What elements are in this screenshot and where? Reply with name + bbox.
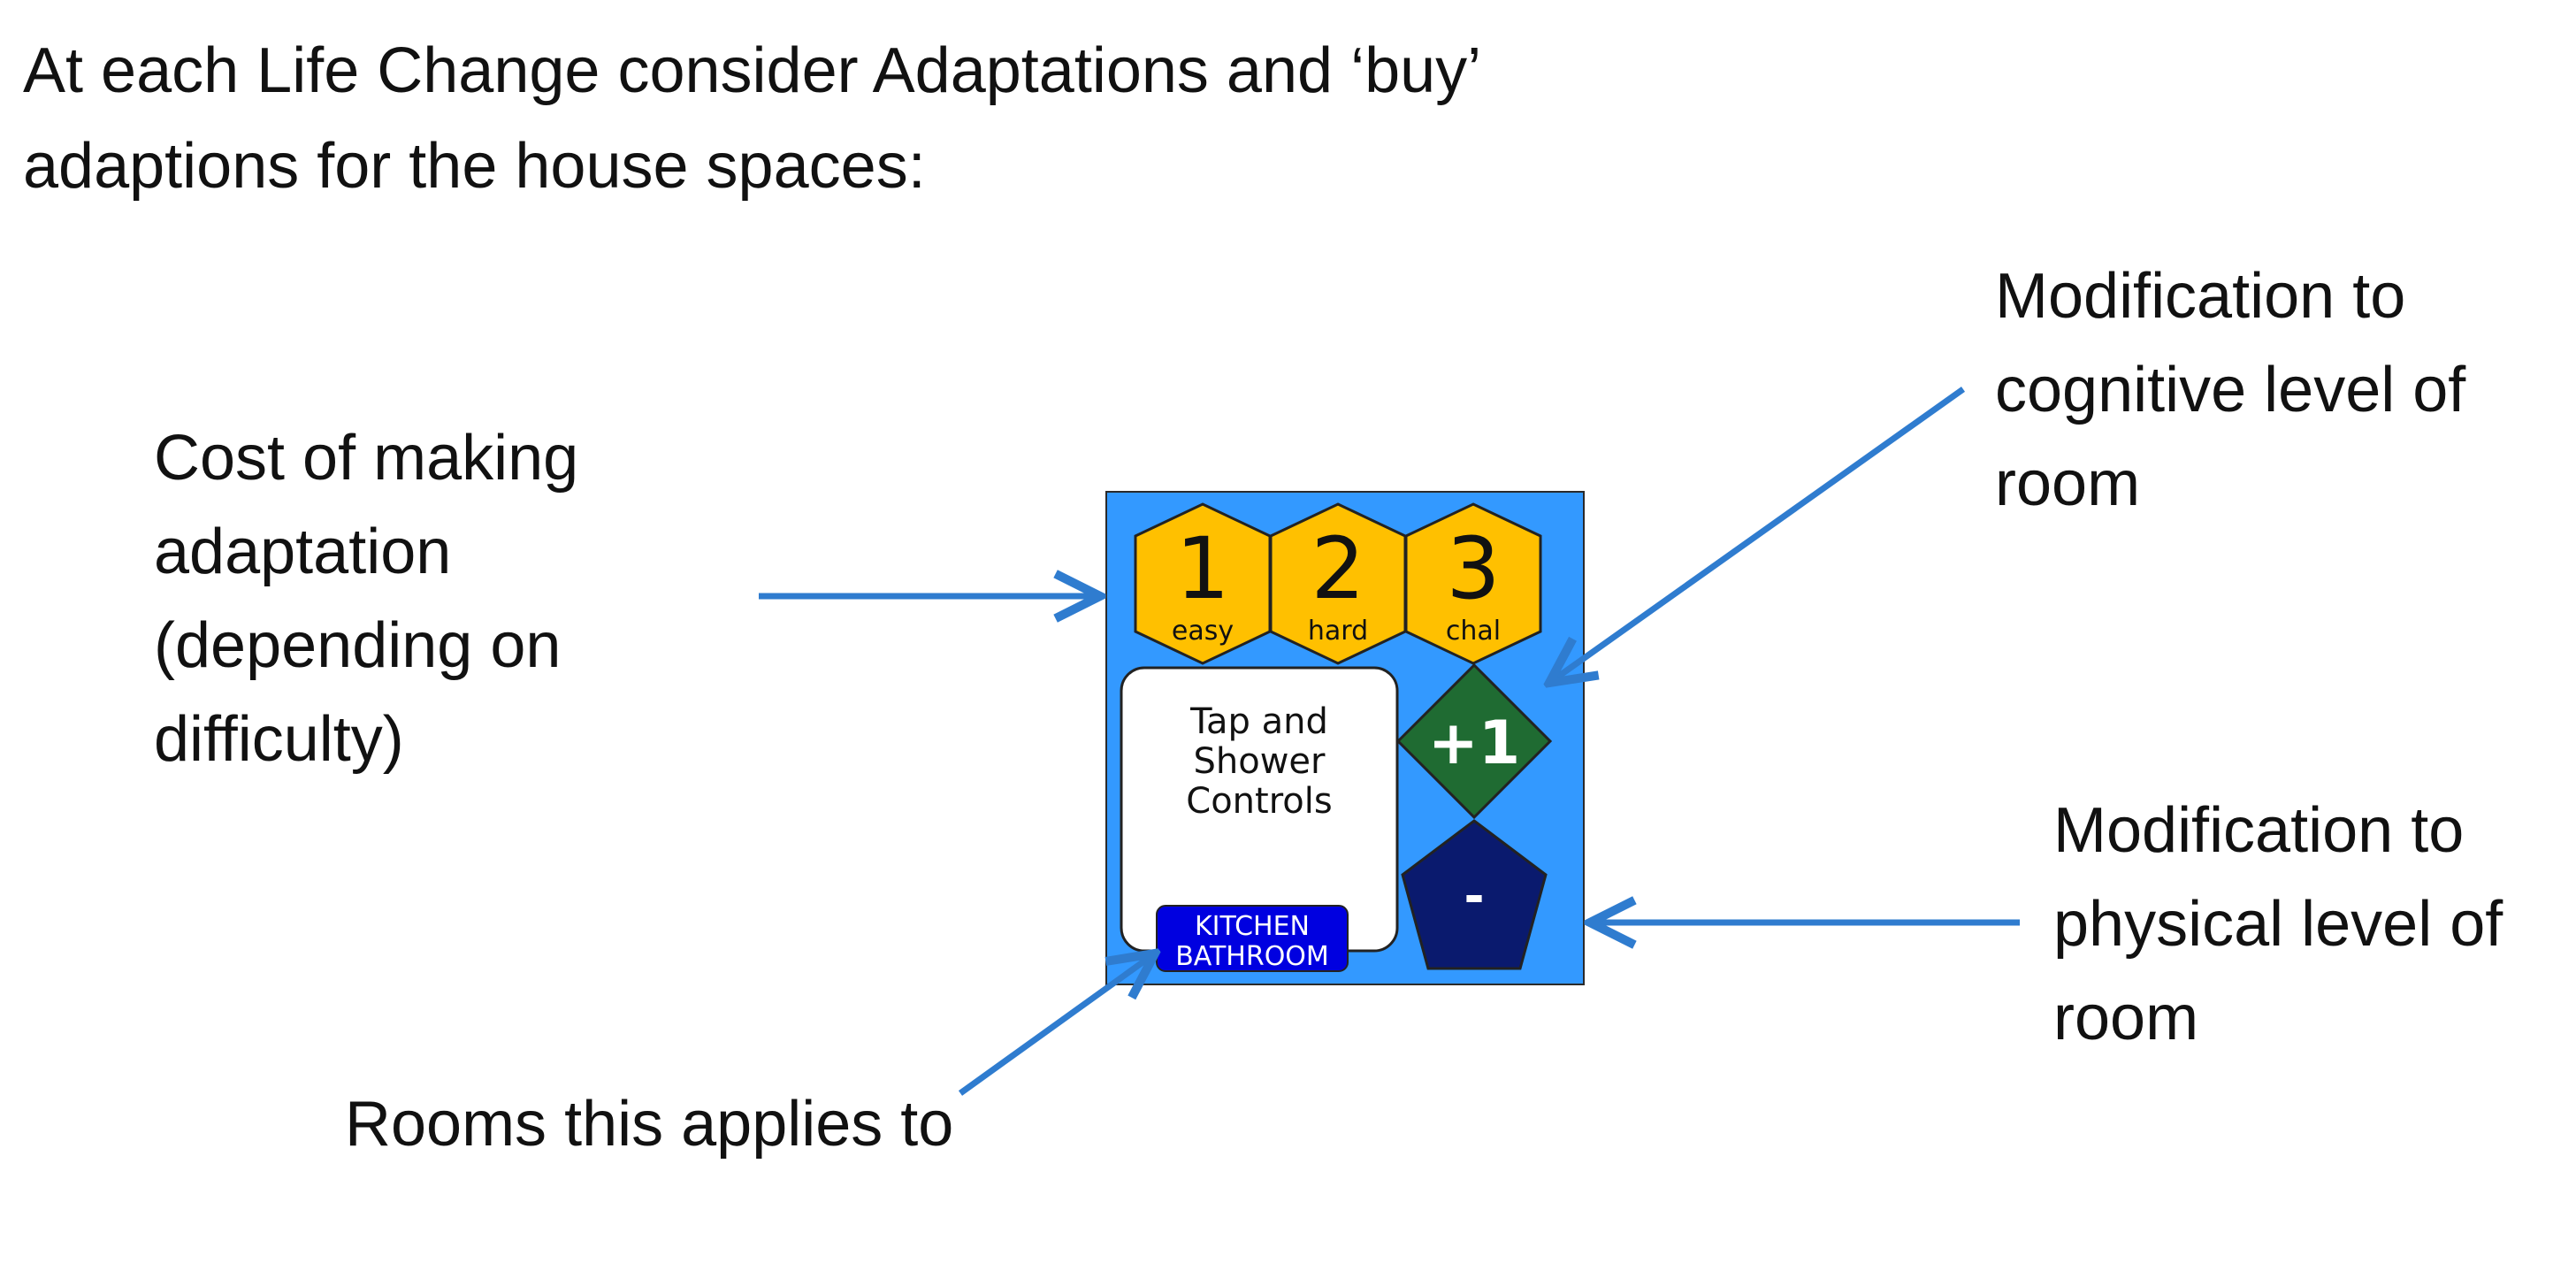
hexagon-label: easy	[1172, 616, 1234, 647]
room-kitchen: KITCHEN	[1195, 911, 1310, 942]
heading: At each Life Change consider Adaptations…	[23, 35, 1479, 202]
room-bathroom: BATHROOM	[1175, 941, 1329, 972]
cognitive-callout: Modification to cognitive level of room	[1995, 261, 2466, 519]
cognitive-arrow	[1549, 387, 1966, 683]
cost-hexagon-easy: 1 easy	[1134, 502, 1272, 665]
hexagon-number: 1	[1175, 519, 1229, 618]
cost-hexagon-hard: 2 hard	[1269, 502, 1407, 665]
card-title-line-1: Tap and	[1189, 701, 1328, 742]
adaptation-card: 1 easy 2 hard 3 chal Tap and Shower Cont…	[1105, 491, 1585, 985]
hexagon-label: chal	[1446, 616, 1501, 647]
rooms-badge	[1156, 905, 1349, 972]
card-title-line-3: Controls	[1186, 781, 1332, 822]
hexagon-number: 3	[1446, 519, 1500, 618]
cognitive-diamond	[1395, 662, 1553, 820]
rooms-callout: Rooms this applies to	[345, 1089, 954, 1160]
cost-callout: Cost of making adaptation (depending on …	[154, 423, 579, 775]
rooms-arrow	[958, 953, 1155, 1096]
hexagon-label: hard	[1308, 616, 1368, 647]
physical-modifier: -	[1464, 868, 1484, 925]
card-title-line-2: Shower	[1194, 741, 1326, 782]
physical-callout: Modification to physical level of room	[2053, 795, 2503, 1053]
physical-pentagon	[1401, 819, 1548, 970]
cognitive-modifier: +1	[1428, 708, 1520, 778]
cost-hexagon-chal: 3 chal	[1404, 502, 1542, 665]
hexagon-number: 2	[1311, 519, 1364, 618]
